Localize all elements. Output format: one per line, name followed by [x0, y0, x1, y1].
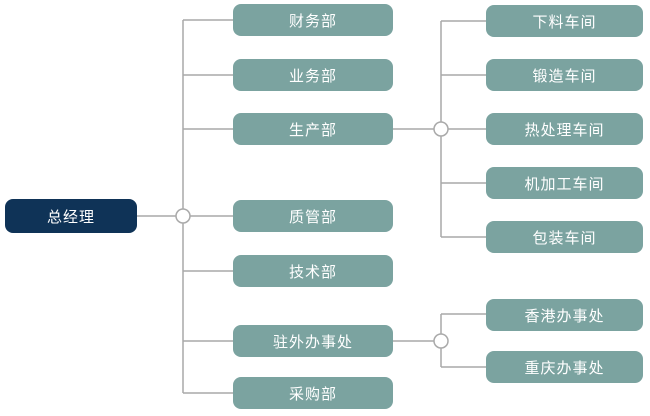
node-label: 业务部 [288, 67, 337, 85]
node-packaging-workshop[interactable]: 包装车间 [486, 221, 643, 253]
node-label: 热处理车间 [524, 121, 605, 139]
node-label: 质管部 [288, 208, 337, 226]
node-technology-dept[interactable]: 技术部 [233, 255, 393, 287]
junction-node-offices[interactable] [433, 333, 449, 349]
node-quality-dept[interactable]: 质管部 [233, 200, 393, 232]
node-label: 驻外办事处 [272, 333, 353, 351]
node-machining-workshop[interactable]: 机加工车间 [486, 167, 643, 199]
node-purchasing-dept[interactable]: 采购部 [233, 377, 393, 409]
node-business-dept[interactable]: 业务部 [233, 59, 393, 91]
node-label: 香港办事处 [524, 307, 605, 325]
node-label: 重庆办事处 [524, 359, 605, 377]
node-label: 机加工车间 [524, 175, 605, 193]
node-label: 包装车间 [532, 229, 597, 247]
node-label: 财务部 [288, 12, 337, 30]
junction-node-production[interactable] [433, 121, 449, 137]
junction-node-root[interactable] [175, 208, 191, 224]
node-label: 技术部 [288, 263, 337, 281]
node-label: 下料车间 [532, 13, 597, 31]
node-label: 生产部 [288, 121, 337, 139]
node-label: 总经理 [46, 208, 95, 226]
node-finance-dept[interactable]: 财务部 [233, 4, 393, 36]
node-label: 锻造车间 [532, 67, 597, 85]
node-field-offices-dept[interactable]: 驻外办事处 [233, 325, 393, 357]
node-forging-workshop[interactable]: 锻造车间 [486, 59, 643, 91]
node-production-dept[interactable]: 生产部 [233, 113, 393, 145]
node-general-manager[interactable]: 总经理 [5, 199, 137, 233]
node-label: 采购部 [288, 385, 337, 403]
node-heat-treatment-workshop[interactable]: 热处理车间 [486, 113, 643, 145]
node-hongkong-office[interactable]: 香港办事处 [486, 299, 643, 331]
node-cutting-workshop[interactable]: 下料车间 [486, 5, 643, 37]
node-chongqing-office[interactable]: 重庆办事处 [486, 351, 643, 383]
